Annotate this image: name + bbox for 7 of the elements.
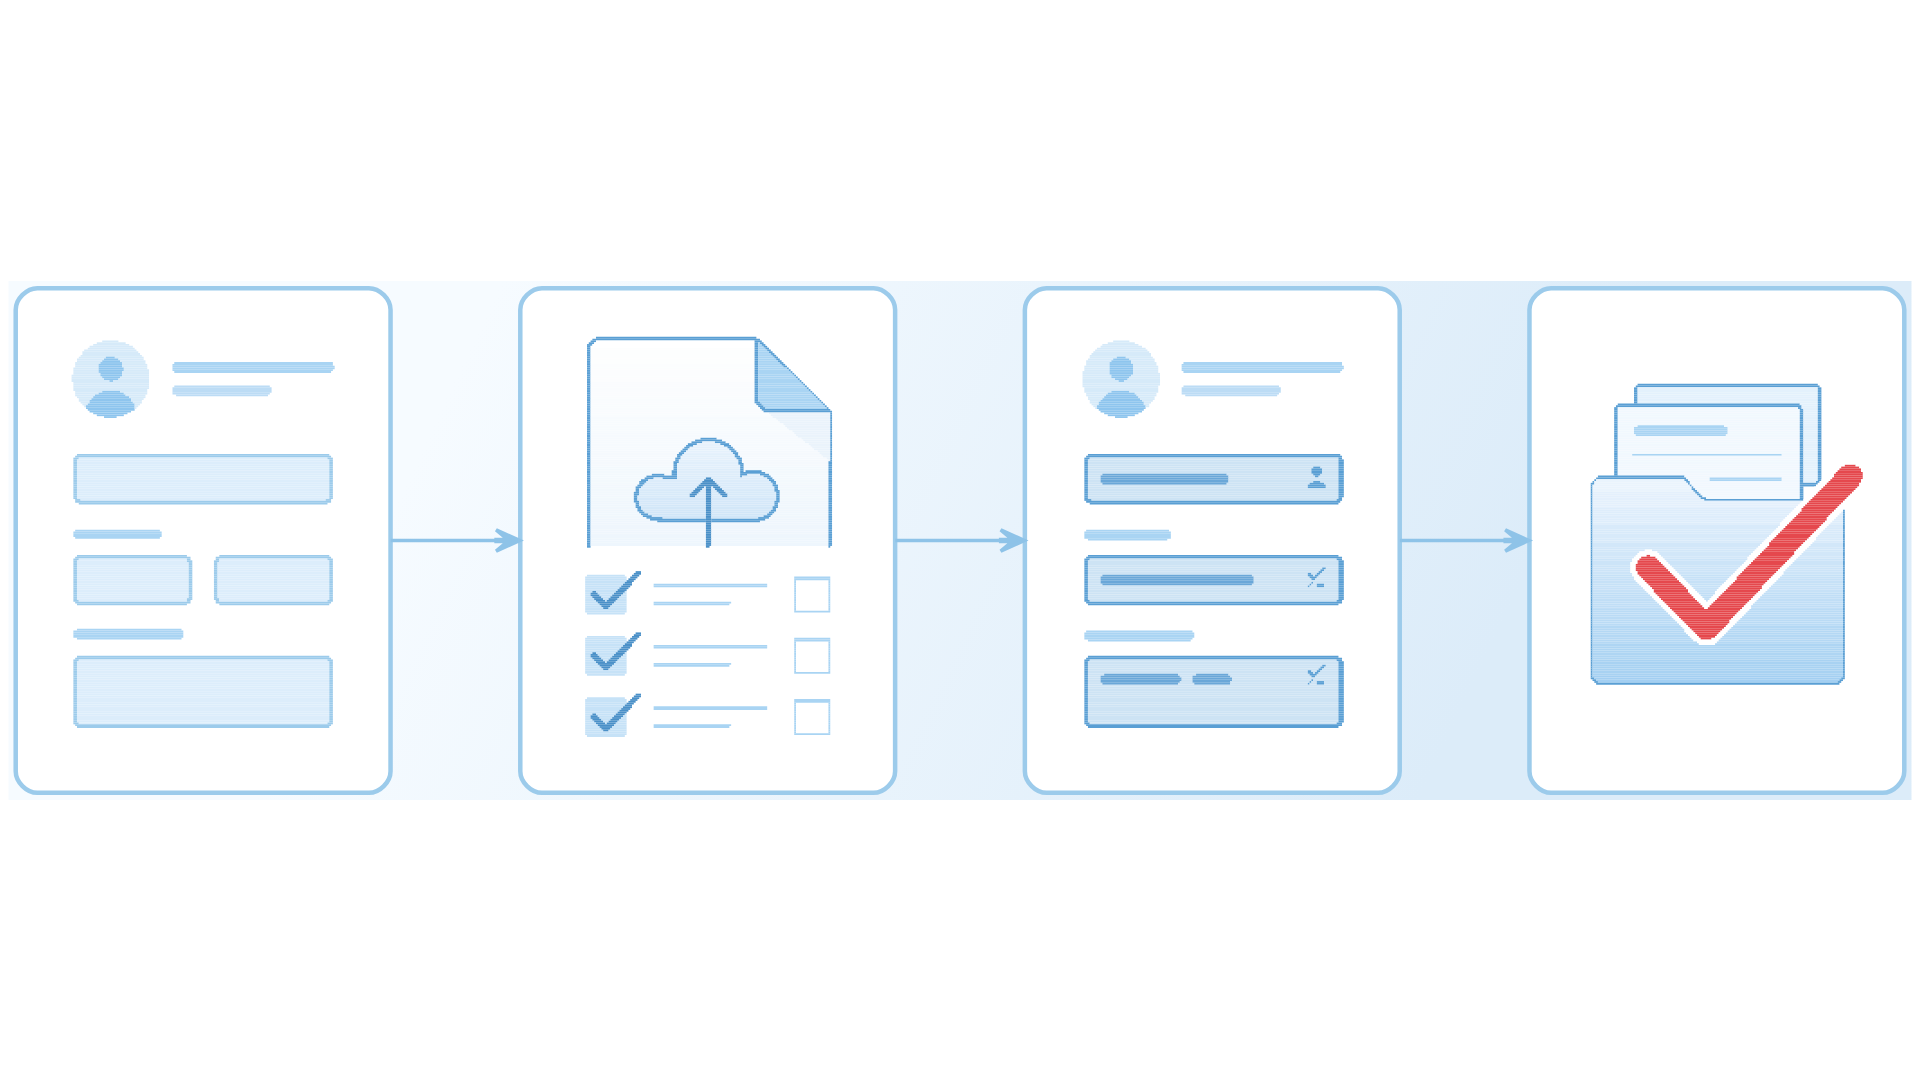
node-picture bbox=[1022, 285, 1402, 795]
node-picture bbox=[1527, 285, 1907, 795]
node-picture bbox=[518, 285, 898, 795]
arrow bbox=[390, 527, 522, 553]
node-picture bbox=[13, 285, 393, 795]
arrow bbox=[1399, 527, 1531, 553]
arrow bbox=[895, 527, 1026, 553]
